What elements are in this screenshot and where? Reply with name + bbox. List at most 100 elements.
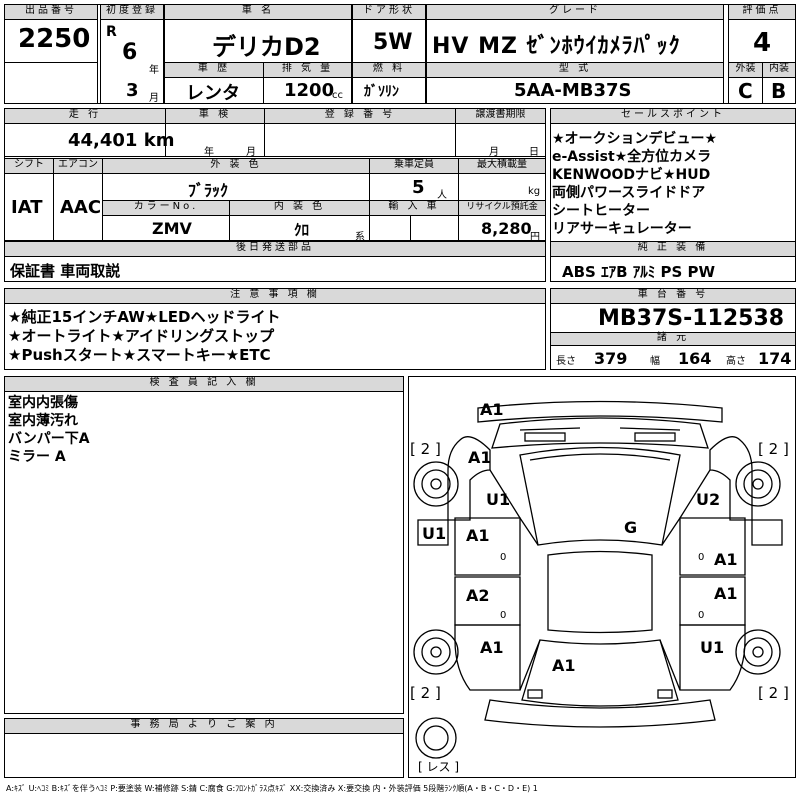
lot-label: 出品番号 [4,4,98,20]
damage-diagram [408,376,796,778]
door: 5W [373,30,413,55]
model-cell [426,77,724,104]
doc-deadline-label: 譲渡書期限 [455,108,546,124]
recycle: 8,280 [481,219,532,238]
inspector-line: 室内内張傷 [8,395,78,411]
equip-label: 純 正 装 備 [550,241,796,257]
displacement-unit: cc [332,90,343,101]
note-line: ★Pushスタート★スマートキー★ETC [8,346,271,364]
inspection-year-unit: 年 [204,147,214,158]
mark-door-fl-outer: U1 [422,524,447,543]
recycle-unit: 円 [530,232,540,243]
handle-rl: 0 [500,610,507,621]
mark-hood-left: A1 [468,448,492,467]
mark-door-fl: A1 [466,526,490,545]
registration-label: 登 録 番 号 [264,108,456,124]
sales-line: 両側パワースライドドア [552,185,706,201]
notes-label: 注 意 事 項 欄 [4,288,546,304]
width-label: 幅 [650,356,660,367]
load-unit: kg [528,186,541,197]
score-label: 評価点 [728,4,796,20]
color-no-label: カラーNo. [102,200,230,216]
chassis-label: 車 台 番 号 [550,288,796,304]
inspector-panel [4,376,404,714]
displacement-label: 排 気 量 [263,62,352,78]
sales-line: KENWOODナビ★HUD [552,167,711,183]
color-no: ZMV [152,219,192,238]
model-label: 型 式 [426,62,724,78]
doc-day-unit: 日 [529,147,539,158]
notes-lines: ★純正15インチAW★LEDヘッドライト ★オートライト★アイドリングストップ … [8,308,281,365]
reg-year: 6 [122,40,138,65]
displacement-cell [263,77,352,104]
history-label: 車 歴 [164,62,264,78]
reg-year-unit: 年 [149,65,159,76]
recycle-cell [458,215,546,241]
load-label: 最大積載量 [458,158,546,174]
shift-label: シフト [4,158,54,174]
reg-month-unit: 月 [149,93,159,104]
inspector-line: バンパー下A [8,431,90,447]
first-reg-cell [100,19,164,104]
int-color-label: 内 装 色 [229,200,370,216]
shift: IAT [11,197,43,218]
later-parts: 保証書 車両取説 [10,262,121,280]
equip: ABS ｴｱB ｱﾙﾐ PS PW [562,263,716,281]
fuel: ｶﾞｿﾘﾝ [364,84,399,100]
mileage: 44,401 km [68,130,175,151]
color-cell [102,173,370,201]
doc-month-unit: 月 [489,147,499,158]
inspection-label: 車 検 [165,108,265,124]
tire-fr-value: 2 [768,440,779,458]
int-label: 内装 [762,62,796,78]
inspector-lines: 室内内張傷 室内薄汚れ バンパー下A ミラー A [8,394,90,466]
grade: HV MZ ｾﾞﾝﾎｳｲｶﾒﾗﾊﾟｯｸ [432,34,681,59]
later-parts-label: 後日発送部品 [4,241,546,257]
color-label: 外 装 色 [102,158,370,174]
ext-label: 外装 [728,62,763,78]
history: レンタ [186,83,240,104]
recycle-label: リサイクル預託金 [458,200,546,216]
sales-lines: ★オークションデビュー★ e-Assist★全方位カメラ KENWOODナビ★H… [552,130,717,238]
mileage-label: 走 行 [4,108,166,124]
chassis-number: MB37S-112538 [598,306,785,331]
import-label: 輸 入 車 [369,200,459,216]
displacement: 1200 [284,80,335,101]
reg-month: 3 [126,80,139,101]
length: 379 [594,349,628,368]
sales-line: リアサーキュレーター [552,221,692,237]
int-grade: B [771,79,787,103]
handle-fr: 0 [698,552,705,563]
model: 5AA-MB37S [514,80,632,101]
mark-fender-fl: U1 [486,490,511,509]
fuel-cell [352,77,426,104]
inspection-month-unit: 月 [246,147,256,158]
car-name-label: 車 名 [164,4,352,20]
tire-rr: [ 2 ] [758,684,789,702]
seats: 5 [412,177,425,198]
seats-unit: 人 [437,190,447,201]
mark-quarter-rr: U1 [700,638,725,657]
tire-fl: [ 2 ] [410,440,441,458]
sales-line: ★オークションデビュー★ [552,131,718,147]
ac: AAC [60,197,102,218]
office-label: 事 務 局 よ り ご 案 内 [4,718,404,734]
height: 174 [758,349,792,368]
mark-door-fr: A1 [714,550,738,569]
handle-fl: 0 [500,552,507,563]
sales-line: e-Assist★全方位カメラ [552,149,712,165]
legend: A:ｷｽﾞ U:ﾍｺﾐ B:ｷｽﾞを伴うﾍｺﾐ P:要塗装 W:補修跡 S:錆 … [6,784,538,793]
mark-roof: G [624,518,638,537]
door-label: ドア形状 [352,4,426,20]
spare-tire: [ レス ] [418,760,460,774]
inspector-line: 室内薄汚れ [8,413,78,429]
tire-fr: [ 2 ] [758,440,789,458]
width: 164 [678,349,712,368]
mark-fender-fr: U2 [696,490,721,509]
length-label: 長さ [556,356,576,367]
grade-label: グレード [426,4,724,20]
car-name: デリカD2 [212,33,321,61]
color: ﾌﾞﾗｯｸ [188,181,229,200]
tire-rl-value: 2 [420,684,431,702]
lot-blank [4,62,98,104]
